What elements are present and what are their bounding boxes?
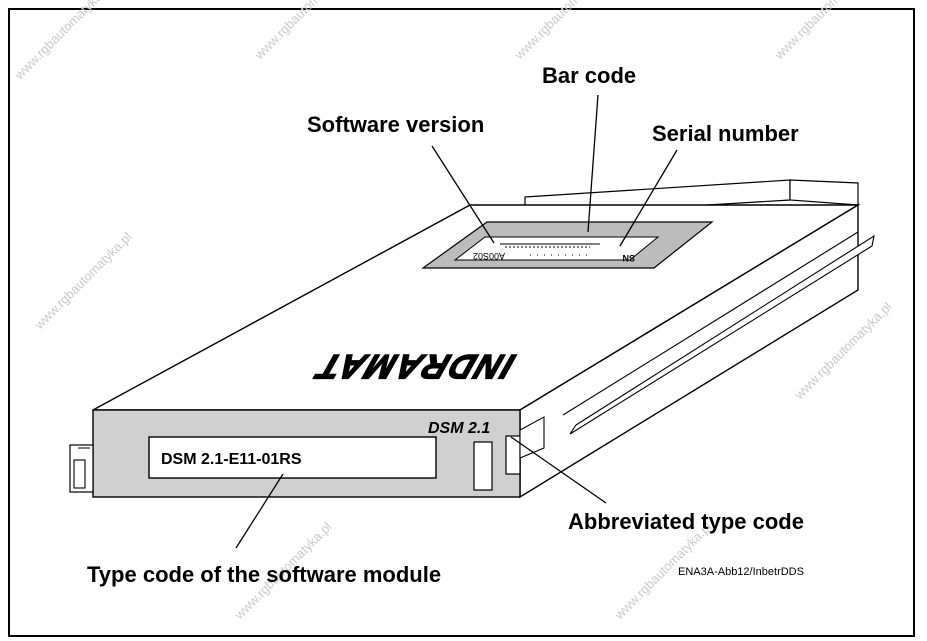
left-clip <box>69 444 94 493</box>
front-type-code: DSM 2.1-E11-01RS <box>161 451 302 468</box>
watermark: www.rgbautomatyka.pl <box>771 0 875 63</box>
figure-id: ENA3A-Abb12/InbetrDDS <box>678 566 804 578</box>
label-software-version: Software version <box>307 112 484 137</box>
sticker-serial: SN <box>622 253 635 263</box>
figure-frame <box>8 8 915 637</box>
side-rail <box>562 231 875 435</box>
label-serial-number: Serial number <box>652 121 799 146</box>
watermark: www.rgbautomatyka.pl <box>511 0 615 63</box>
watermark: www.rgbautomatyka.pl <box>31 229 135 333</box>
leader-software-version <box>431 145 495 244</box>
indramat-logo: INDRAMAT <box>311 347 520 385</box>
label-bar-code: Bar code <box>542 63 636 88</box>
leader-lines <box>235 94 678 549</box>
leader-type-code-module <box>235 473 284 549</box>
front-short-code: DSM 2.1 <box>428 420 490 437</box>
watermark: www.rgbautomatyka.pl <box>11 0 115 83</box>
sticker-version: A00S02 <box>473 251 505 261</box>
leader-serial-number <box>619 149 678 247</box>
watermark: www.rgbautomatyka.pl <box>251 0 355 63</box>
front-type-code-box <box>148 436 437 479</box>
leader-abbreviated-type-code <box>510 436 607 504</box>
leader-bar-code <box>587 94 599 233</box>
label-type-code-module: Type code of the software module <box>87 562 441 587</box>
top-sticker: A00S02 SN <box>421 221 714 269</box>
label-abbreviated-type-code: Abbreviated type code <box>568 509 804 534</box>
